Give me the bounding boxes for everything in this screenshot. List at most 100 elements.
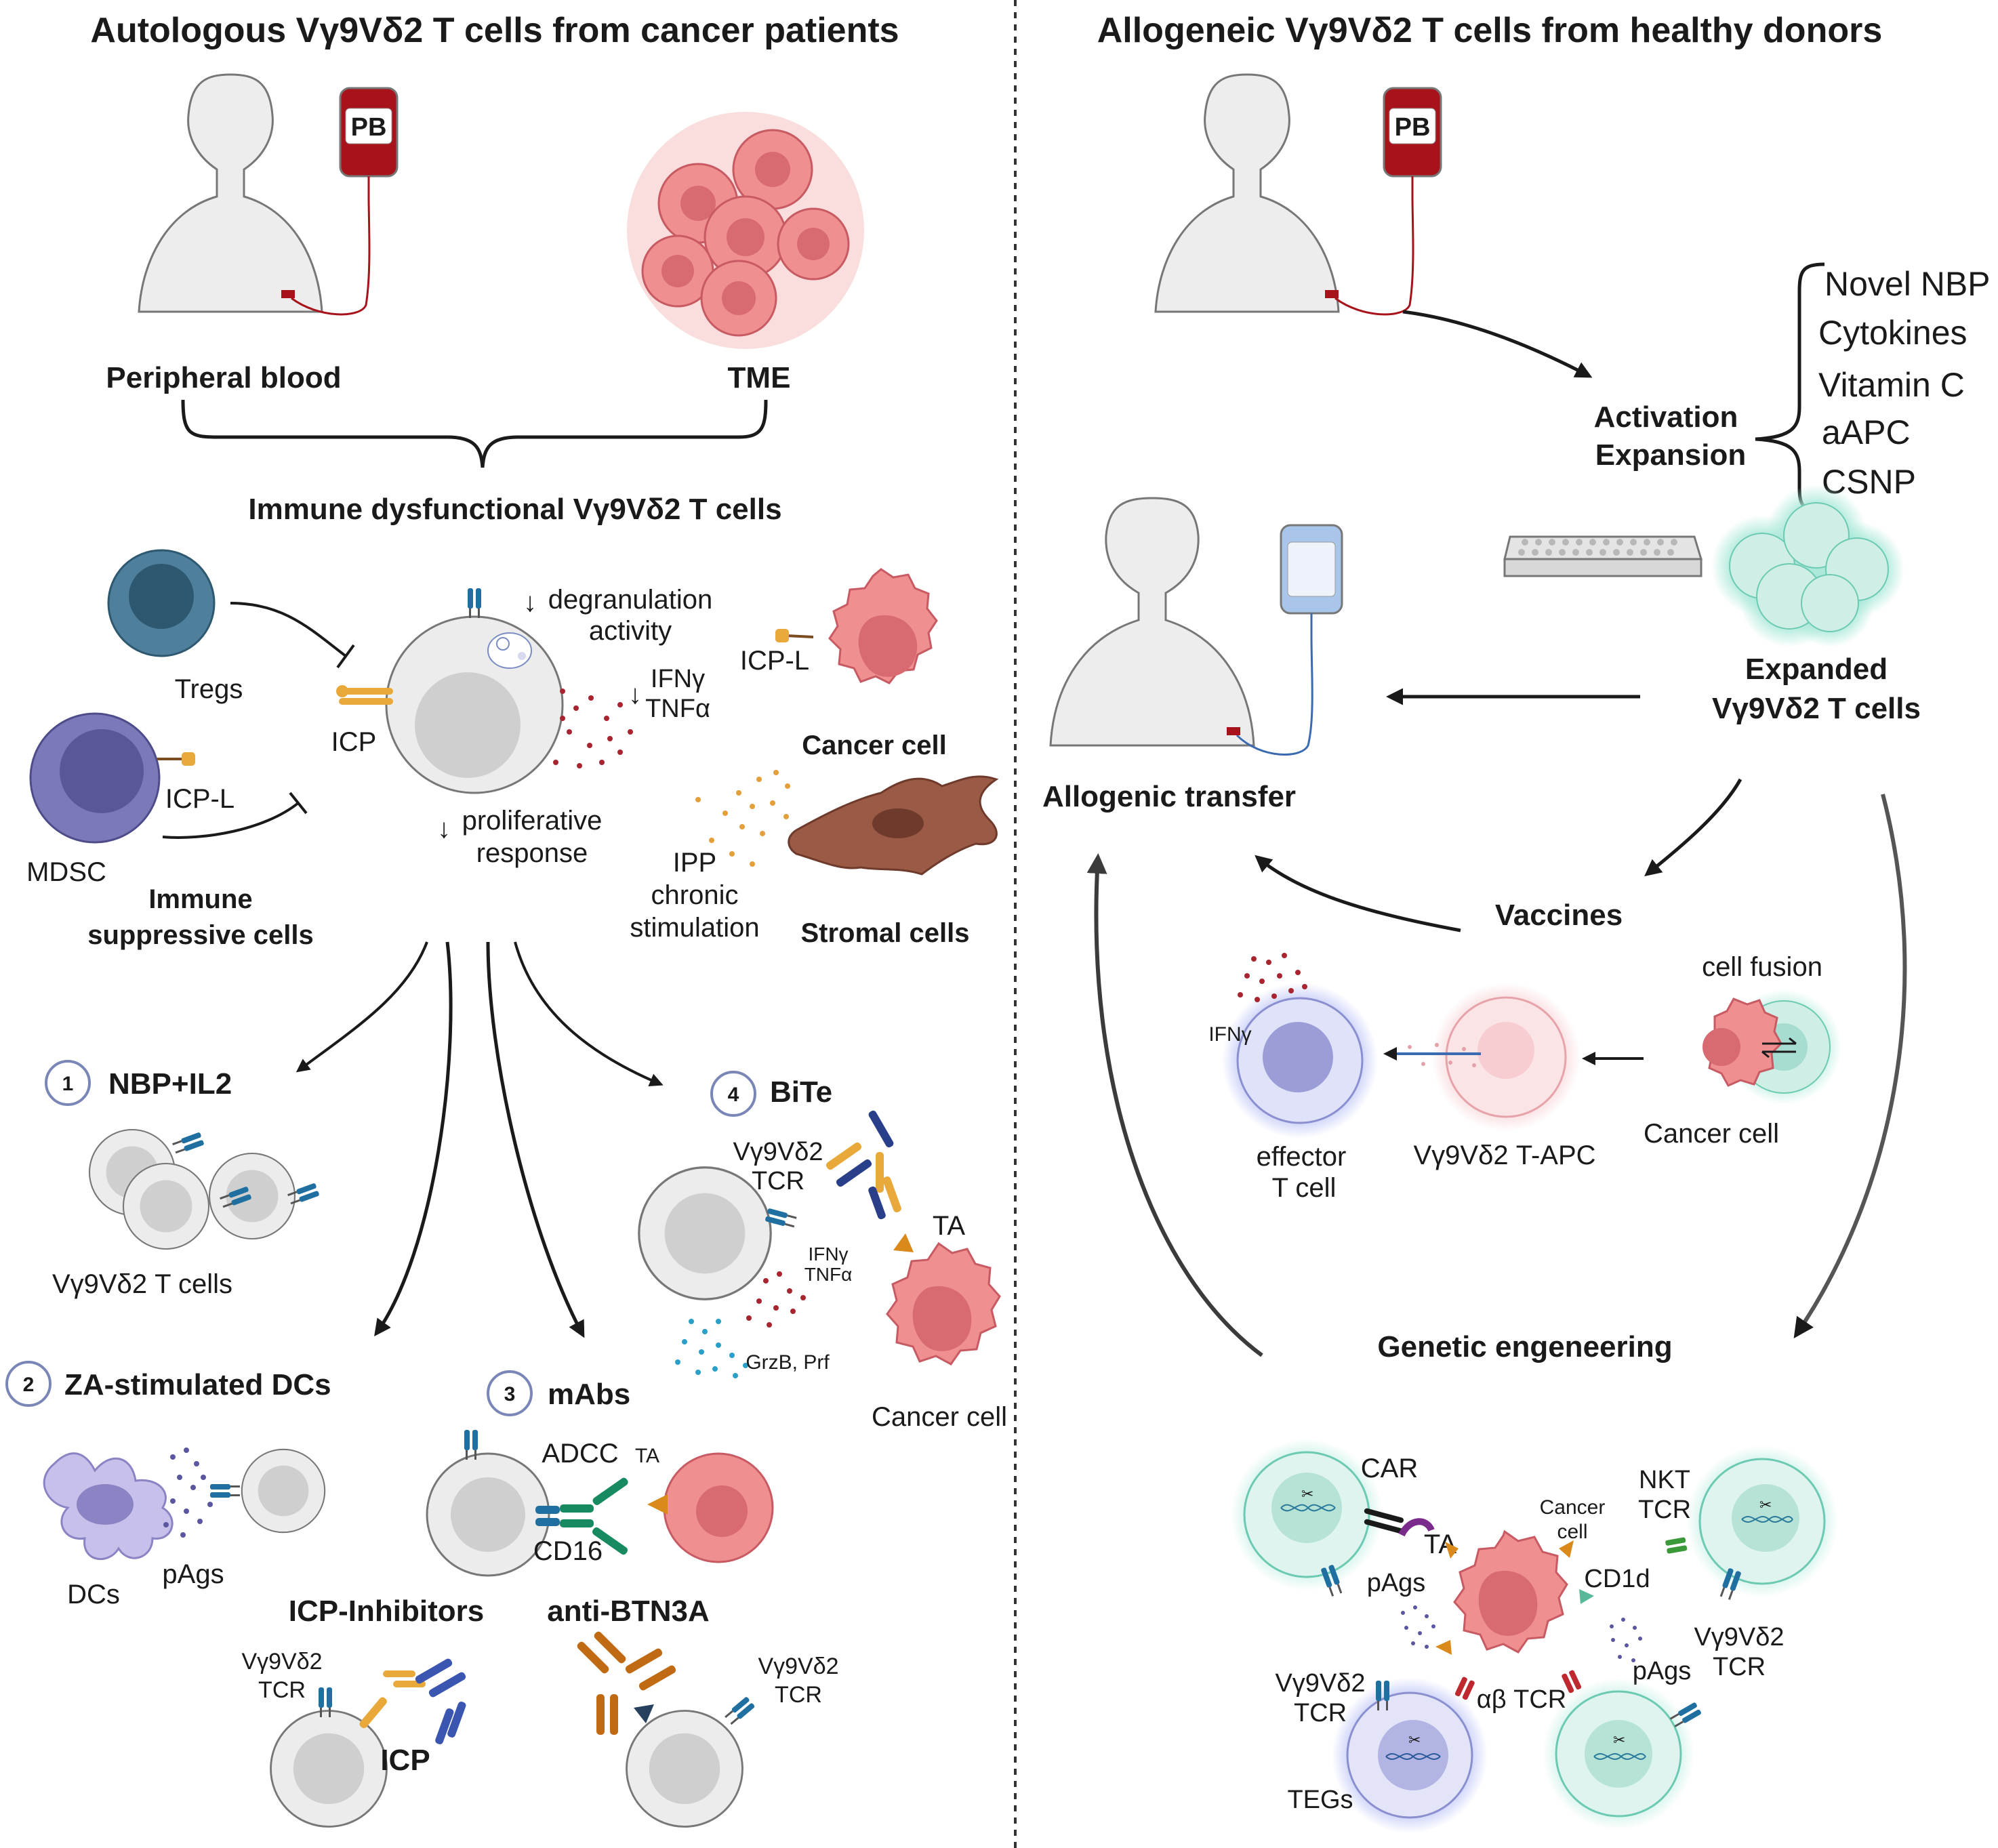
- cd1d-label: CD1d: [1584, 1565, 1650, 1593]
- options-brace: [1755, 262, 1825, 514]
- effector-label-1: effector: [1257, 1142, 1347, 1172]
- strategy2-badge: [5, 1361, 52, 1407]
- bite-tcr-label-1: Vγ9Vδ2: [733, 1138, 823, 1166]
- allogenic-transfer-label: Allogenic transfer: [1042, 780, 1296, 813]
- anti-btn3a-label: anti-BTN3A: [547, 1595, 710, 1628]
- t-apc-cell: [1431, 983, 1581, 1132]
- arrow-to-activation: [1402, 310, 1593, 378]
- bite-tcr-label-2: TCR: [752, 1167, 804, 1195]
- dysfunctional-title: Immune dysfunctional Vγ9Vδ2 T cells: [248, 493, 781, 526]
- t-apc-label: Vγ9Vδ2 T-APC: [1413, 1141, 1595, 1170]
- tregs-cell: [107, 549, 216, 657]
- icp-l-left-label: ICP-L: [165, 784, 235, 814]
- bite-tnfa-label: TNFα: [804, 1264, 853, 1285]
- pags-dots-dc: [163, 1447, 213, 1538]
- expanded-t-cells-group: [88, 1128, 320, 1250]
- infusion-bag-icon: [1227, 524, 1343, 756]
- immune-suppressive-label-2: suppressive cells: [87, 920, 314, 950]
- tregs-inhibition: [230, 602, 347, 657]
- icpi-tcr-label-2: TCR: [258, 1677, 306, 1703]
- option-item: aAPC: [1822, 413, 1911, 451]
- option-item: Vitamin C: [1818, 366, 1965, 404]
- cancer-cell-bite: [886, 1233, 1001, 1366]
- arrow-to-vaccines: [1644, 778, 1742, 877]
- peripheral-blood-label: Peripheral blood: [106, 361, 341, 394]
- strategy2-number: 2: [23, 1374, 35, 1396]
- arrow-to-strategy4: [514, 941, 664, 1087]
- pags-dots-right: [1610, 1618, 1642, 1662]
- strategy2-label: ZA-stimulated DCs: [64, 1368, 331, 1401]
- car-label: CAR: [1361, 1454, 1418, 1483]
- icp-inhibitor-antibody-icon: [359, 1658, 466, 1744]
- stromal-cell: [788, 775, 999, 876]
- strategy3-badge: [487, 1370, 533, 1416]
- pags-left-label: pAgs: [1367, 1569, 1426, 1597]
- t-cell-icp-inhibitor: [270, 1710, 388, 1828]
- pags-label-dc: pAgs: [162, 1559, 224, 1589]
- stromal-cells-label: Stromal cells: [800, 918, 969, 948]
- cancer-cell-label-vaccine: Cancer cell: [1644, 1119, 1779, 1149]
- degranulation-label-1: degranulation: [548, 585, 712, 615]
- patient-silhouette: [138, 73, 323, 313]
- engineered-teal-cell: ✂: [1543, 1670, 1702, 1830]
- expansion-label: Expansion: [1595, 438, 1747, 472]
- pags-right-label: pAgs: [1633, 1657, 1692, 1685]
- pb-bag-label: PB: [351, 113, 387, 142]
- tcr-bottom-label-2: TCR: [1294, 1699, 1347, 1727]
- tcr-right-label-2: TCR: [1713, 1653, 1766, 1681]
- bite-cytokine-dots: [746, 1271, 806, 1328]
- arrow-to-genetic-engineering: [1793, 794, 1907, 1338]
- option-item: Cytokines: [1818, 314, 1968, 352]
- icp-bold-label: ICP: [380, 1744, 430, 1777]
- cd16-label: CD16: [533, 1536, 603, 1566]
- arrow-to-strategy2: [374, 941, 453, 1337]
- cancer-cell-ge: [1435, 1529, 1594, 1655]
- strategy1-badge: [45, 1060, 91, 1106]
- nkt-label-2: TCR: [1638, 1496, 1691, 1524]
- bite-ifng-label: IFNγ: [808, 1244, 848, 1265]
- right-pb-bag-label: PB: [1395, 113, 1431, 142]
- donor-silhouette: [1154, 73, 1340, 313]
- cancer-cell-label-top: Cancer cell: [802, 731, 946, 760]
- icp-inhibitors-label: ICP-Inhibitors: [289, 1595, 484, 1628]
- arrow-to-strategy1: [295, 941, 428, 1073]
- grzb-label: GrzB, Prf: [746, 1351, 830, 1374]
- tregs-label: Tregs: [175, 674, 243, 704]
- tegs-label: TEGs: [1287, 1786, 1353, 1814]
- strategy4-number: 4: [728, 1084, 739, 1106]
- proliferative-label-2: response: [476, 838, 588, 868]
- mdsc-label: MDSC: [26, 857, 106, 887]
- expanded-label-1: Expanded: [1745, 653, 1888, 686]
- option-item: Novel NBP: [1824, 265, 1991, 303]
- cancer-cell-label-bite: Cancer cell: [872, 1402, 1007, 1432]
- recipient-silhouette: [1049, 497, 1255, 747]
- strategy4-label: BiTe: [770, 1075, 832, 1109]
- down-arrow-cytokines: ↓: [628, 680, 642, 710]
- scissors-icon: ✂: [1613, 1731, 1625, 1748]
- activation-label: Activation: [1594, 401, 1738, 434]
- cancer-cell-small-label-1: Cancer: [1540, 1496, 1606, 1519]
- btn-tcr-label-2: TCR: [775, 1682, 822, 1708]
- options-list: Novel NBP Cytokines Vitamin C aAPC CSNP: [1818, 265, 1991, 501]
- dendritic-cell: [43, 1452, 174, 1560]
- icp-l-right-label: ICP-L: [740, 646, 809, 676]
- pags-dots-left: [1401, 1605, 1435, 1649]
- blood-bag-icon: PB: [281, 87, 399, 316]
- effector-t-cell: [1222, 983, 1378, 1138]
- right-title: Allogeneic Vγ9Vδ2 T cells from healthy d…: [1097, 11, 1883, 50]
- strategy1-number: 1: [62, 1073, 74, 1095]
- ta-mabs-label: TA: [635, 1445, 659, 1467]
- strategy1-label: NBP+IL2: [108, 1067, 232, 1101]
- donor-blood-bag-icon: PB: [1325, 87, 1442, 316]
- t-cell-anti-btn3a: [626, 1710, 743, 1828]
- mdsc-cell: [29, 712, 195, 844]
- ifng-label: IFNγ: [651, 665, 705, 693]
- t-cell-strategy4: [638, 1166, 772, 1300]
- icp-label: ICP: [331, 727, 377, 757]
- arrow-genetic-to-transfer: [1086, 853, 1263, 1357]
- ab-tcr-label: αβ TCR: [1477, 1685, 1566, 1714]
- cd16-antibody-icon: [535, 1477, 628, 1555]
- down-arrow-degranulation: ↓: [523, 588, 537, 617]
- t-cell-strategy3: [426, 1452, 550, 1577]
